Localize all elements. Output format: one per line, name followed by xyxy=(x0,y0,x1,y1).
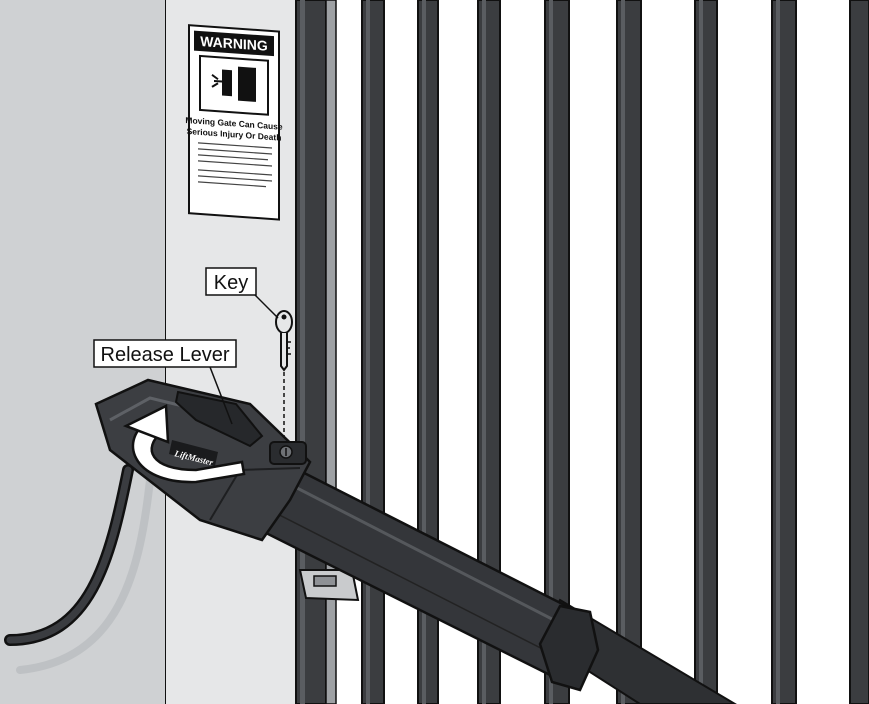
key-lock[interactable] xyxy=(270,442,306,464)
warning-sign: WARNING Moving Gate Can Cause Serious In… xyxy=(185,25,282,219)
key-label: Key xyxy=(214,272,248,294)
gate-bar xyxy=(850,0,869,704)
release-lever-label: Release Lever xyxy=(101,344,230,366)
gate-bar xyxy=(772,0,796,704)
gate-bar xyxy=(695,0,717,704)
warning-pictogram xyxy=(200,56,268,115)
gate-bar xyxy=(617,0,641,704)
gate-bar xyxy=(362,0,384,704)
key-callout: Key xyxy=(206,268,256,295)
